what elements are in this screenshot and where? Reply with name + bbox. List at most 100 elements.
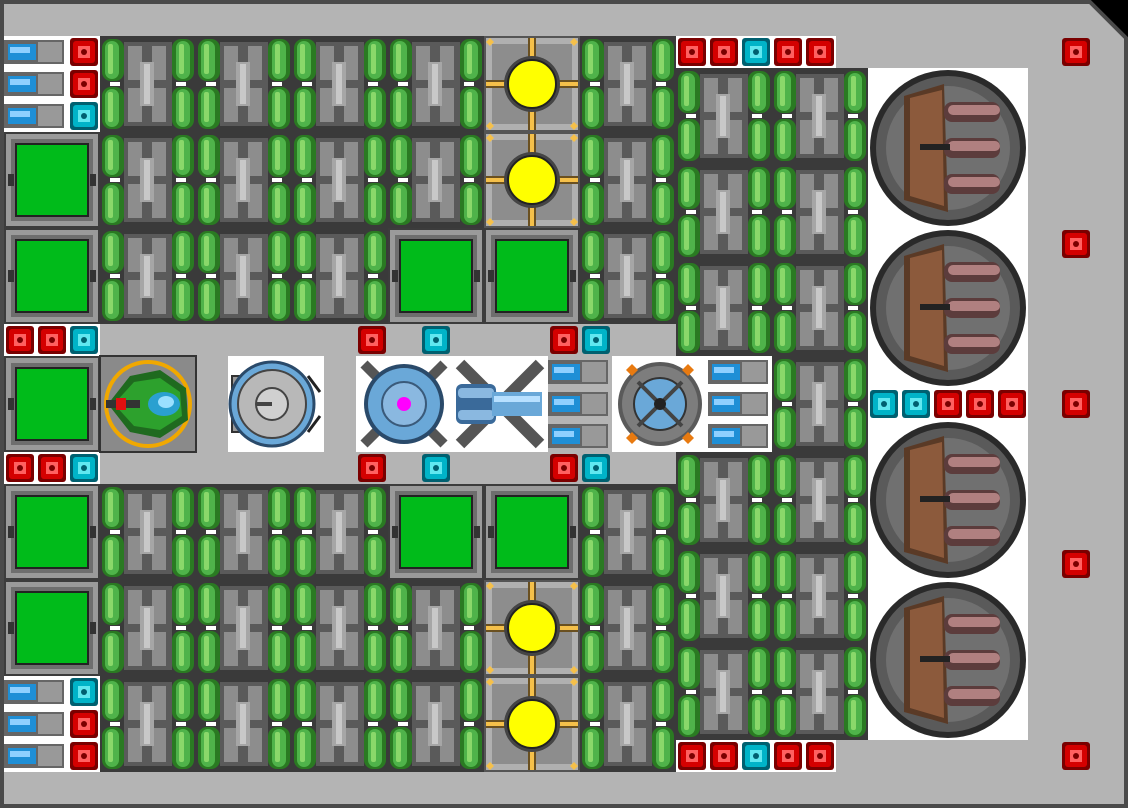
thruster	[708, 360, 768, 384]
red-connector-icon[interactable]	[1062, 390, 1090, 418]
fuel-tank	[292, 132, 388, 228]
fuel-tank	[196, 132, 292, 228]
triple-barrel-turret-icon[interactable]	[870, 230, 1026, 386]
fuel-tank	[292, 484, 388, 580]
reactor	[484, 36, 580, 132]
fuel-tank	[676, 452, 772, 548]
fuel-tank	[388, 132, 484, 228]
fuel-tank	[580, 484, 676, 580]
red-connector-icon[interactable]	[678, 38, 706, 66]
thruster	[548, 424, 608, 448]
red-connector-icon[interactable]	[70, 38, 98, 66]
battery	[4, 580, 100, 676]
fuel-tank	[100, 228, 196, 324]
fuel-tank	[676, 644, 772, 740]
red-connector-icon[interactable]	[806, 38, 834, 66]
fuel-tank	[580, 228, 676, 324]
red-connector-icon[interactable]	[38, 454, 66, 482]
red-connector-icon[interactable]	[70, 742, 98, 770]
cyan-connector-icon[interactable]	[870, 390, 898, 418]
thruster	[708, 392, 768, 416]
fuel-tank	[100, 484, 196, 580]
cyan-connector-icon[interactable]	[70, 102, 98, 130]
fuel-tank	[292, 36, 388, 132]
fuel-tank	[580, 36, 676, 132]
reactor	[484, 676, 580, 772]
thruster	[548, 360, 608, 384]
cyan-connector-icon[interactable]	[422, 326, 450, 354]
shield-generator-icon[interactable]	[228, 356, 324, 452]
red-connector-icon[interactable]	[1062, 550, 1090, 578]
red-connector-icon[interactable]	[774, 38, 802, 66]
red-connector-icon[interactable]	[998, 390, 1026, 418]
triple-barrel-turret-icon[interactable]	[870, 422, 1026, 578]
cyan-connector-icon[interactable]	[582, 454, 610, 482]
cyan-connector-icon[interactable]	[902, 390, 930, 418]
red-connector-icon[interactable]	[934, 390, 962, 418]
red-connector-icon[interactable]	[6, 326, 34, 354]
fuel-tank	[772, 68, 868, 164]
cockpit-icon[interactable]	[99, 355, 197, 453]
red-connector-icon[interactable]	[966, 390, 994, 418]
fuel-tank	[772, 356, 868, 452]
fuel-tank	[196, 676, 292, 772]
red-connector-icon[interactable]	[6, 454, 34, 482]
red-connector-icon[interactable]	[1062, 230, 1090, 258]
fuel-tank	[196, 484, 292, 580]
sensor-core-icon[interactable]	[356, 356, 452, 452]
fuel-tank	[580, 676, 676, 772]
fuel-tank	[676, 164, 772, 260]
fuel-tank	[292, 228, 388, 324]
red-connector-icon[interactable]	[70, 70, 98, 98]
red-connector-icon[interactable]	[710, 38, 738, 66]
red-connector-icon[interactable]	[358, 454, 386, 482]
thruster	[548, 392, 608, 416]
battery	[4, 132, 100, 228]
red-connector-icon[interactable]	[358, 326, 386, 354]
reactor	[484, 580, 580, 676]
cyan-connector-icon[interactable]	[70, 454, 98, 482]
battery	[4, 484, 100, 580]
fuel-tank	[772, 260, 868, 356]
cyan-connector-icon[interactable]	[582, 326, 610, 354]
weapon-mount-icon[interactable]	[452, 356, 548, 452]
red-connector-icon[interactable]	[38, 326, 66, 354]
battery	[388, 228, 484, 324]
red-connector-icon[interactable]	[678, 742, 706, 770]
reactor	[484, 132, 580, 228]
fuel-tank	[580, 580, 676, 676]
red-connector-icon[interactable]	[70, 710, 98, 738]
gyroscope-icon[interactable]	[612, 356, 708, 452]
fuel-tank	[196, 36, 292, 132]
red-connector-icon[interactable]	[1062, 742, 1090, 770]
thruster	[4, 712, 64, 736]
battery	[4, 228, 100, 324]
fuel-tank	[772, 164, 868, 260]
thruster	[708, 424, 768, 448]
red-connector-icon[interactable]	[550, 326, 578, 354]
red-connector-icon[interactable]	[710, 742, 738, 770]
fuel-tank	[388, 676, 484, 772]
cyan-connector-icon[interactable]	[422, 454, 450, 482]
thruster	[4, 104, 64, 128]
fuel-tank	[772, 452, 868, 548]
fuel-tank	[292, 580, 388, 676]
red-connector-icon[interactable]	[550, 454, 578, 482]
cyan-connector-icon[interactable]	[742, 38, 770, 66]
red-connector-icon[interactable]	[1062, 38, 1090, 66]
fuel-tank	[388, 580, 484, 676]
fuel-tank	[676, 260, 772, 356]
battery	[388, 484, 484, 580]
cyan-connector-icon[interactable]	[742, 742, 770, 770]
triple-barrel-turret-icon[interactable]	[870, 70, 1026, 226]
fuel-tank	[580, 132, 676, 228]
triple-barrel-turret-icon[interactable]	[870, 582, 1026, 738]
cyan-connector-icon[interactable]	[70, 326, 98, 354]
red-connector-icon[interactable]	[806, 742, 834, 770]
fuel-tank	[676, 68, 772, 164]
red-connector-icon[interactable]	[774, 742, 802, 770]
fuel-tank	[100, 36, 196, 132]
thruster	[4, 744, 64, 768]
cyan-connector-icon[interactable]	[70, 678, 98, 706]
